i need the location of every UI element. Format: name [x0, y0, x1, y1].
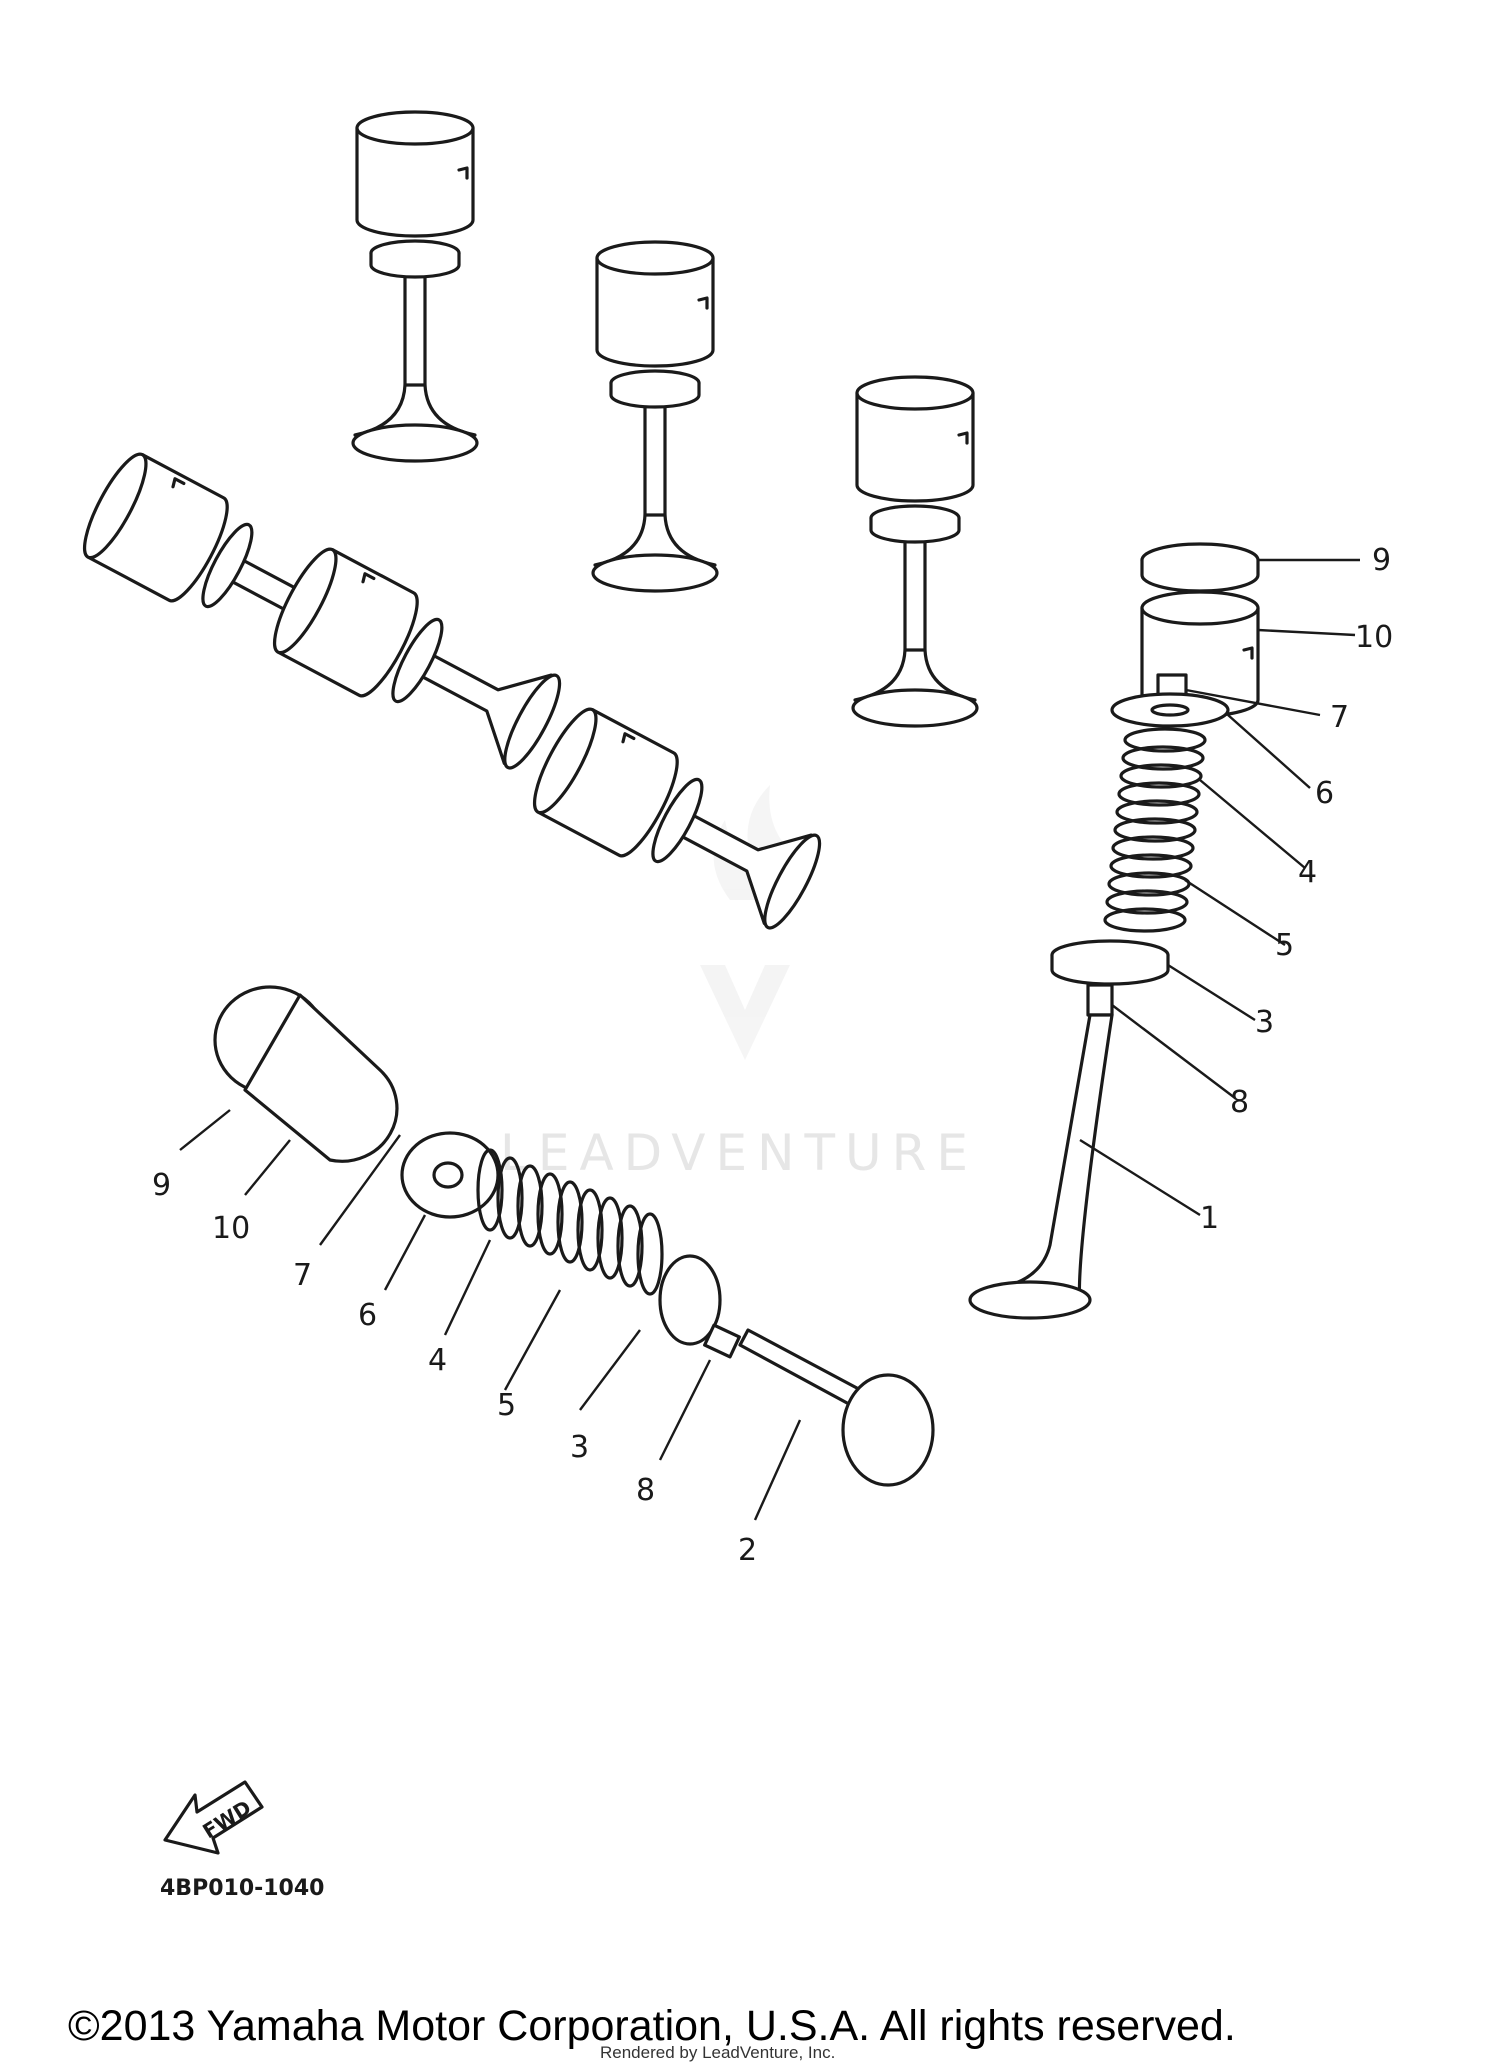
valve-assembly-side-3 [522, 700, 822, 930]
callout-right-7: 7 [1330, 700, 1349, 735]
callout-right-8: 8 [1230, 1085, 1249, 1120]
callout-right-1: 1 [1200, 1201, 1219, 1236]
part-code: 4BP010-1040 [160, 1876, 324, 1901]
callout-right-6: 6 [1315, 776, 1334, 811]
callout-leaders-left [179, 1109, 802, 1521]
callout-left-6: 6 [358, 1298, 377, 1333]
callout-right-4: 4 [1298, 855, 1317, 890]
watermark-text: LEADVENTURE [500, 1124, 978, 1182]
callout-left-2: 2 [738, 1533, 757, 1568]
callout-right-9: 9 [1372, 543, 1391, 578]
forward-arrow-icon: FWD [163, 1780, 264, 1855]
valve-assembly-side-2 [262, 540, 562, 770]
callout-left-8: 8 [636, 1473, 655, 1508]
callout-left-7: 7 [293, 1258, 312, 1293]
callout-leaders-right [1079, 558, 1360, 1217]
valve-assembly-top-1 [351, 110, 479, 463]
exploded-valve-left [213, 985, 935, 1487]
callout-left-3: 3 [570, 1430, 589, 1465]
valve-assembly-top-3 [851, 375, 979, 728]
callout-right-3: 3 [1255, 1005, 1274, 1040]
valve-assembly-top-2 [591, 240, 719, 593]
callout-left-10: 10 [212, 1211, 250, 1246]
callout-left-5: 5 [497, 1388, 516, 1423]
exploded-valve-right [968, 542, 1260, 1320]
callout-right-10: 10 [1355, 620, 1393, 655]
rendered-by: Rendered by LeadVenture, Inc. [600, 2043, 835, 2062]
copyright-notice: ©2013 Yamaha Motor Corporation, U.S.A. A… [68, 2002, 1236, 2050]
callout-right-5: 5 [1275, 928, 1294, 963]
callout-left-9: 9 [152, 1168, 171, 1203]
callout-left-4: 4 [428, 1343, 447, 1378]
